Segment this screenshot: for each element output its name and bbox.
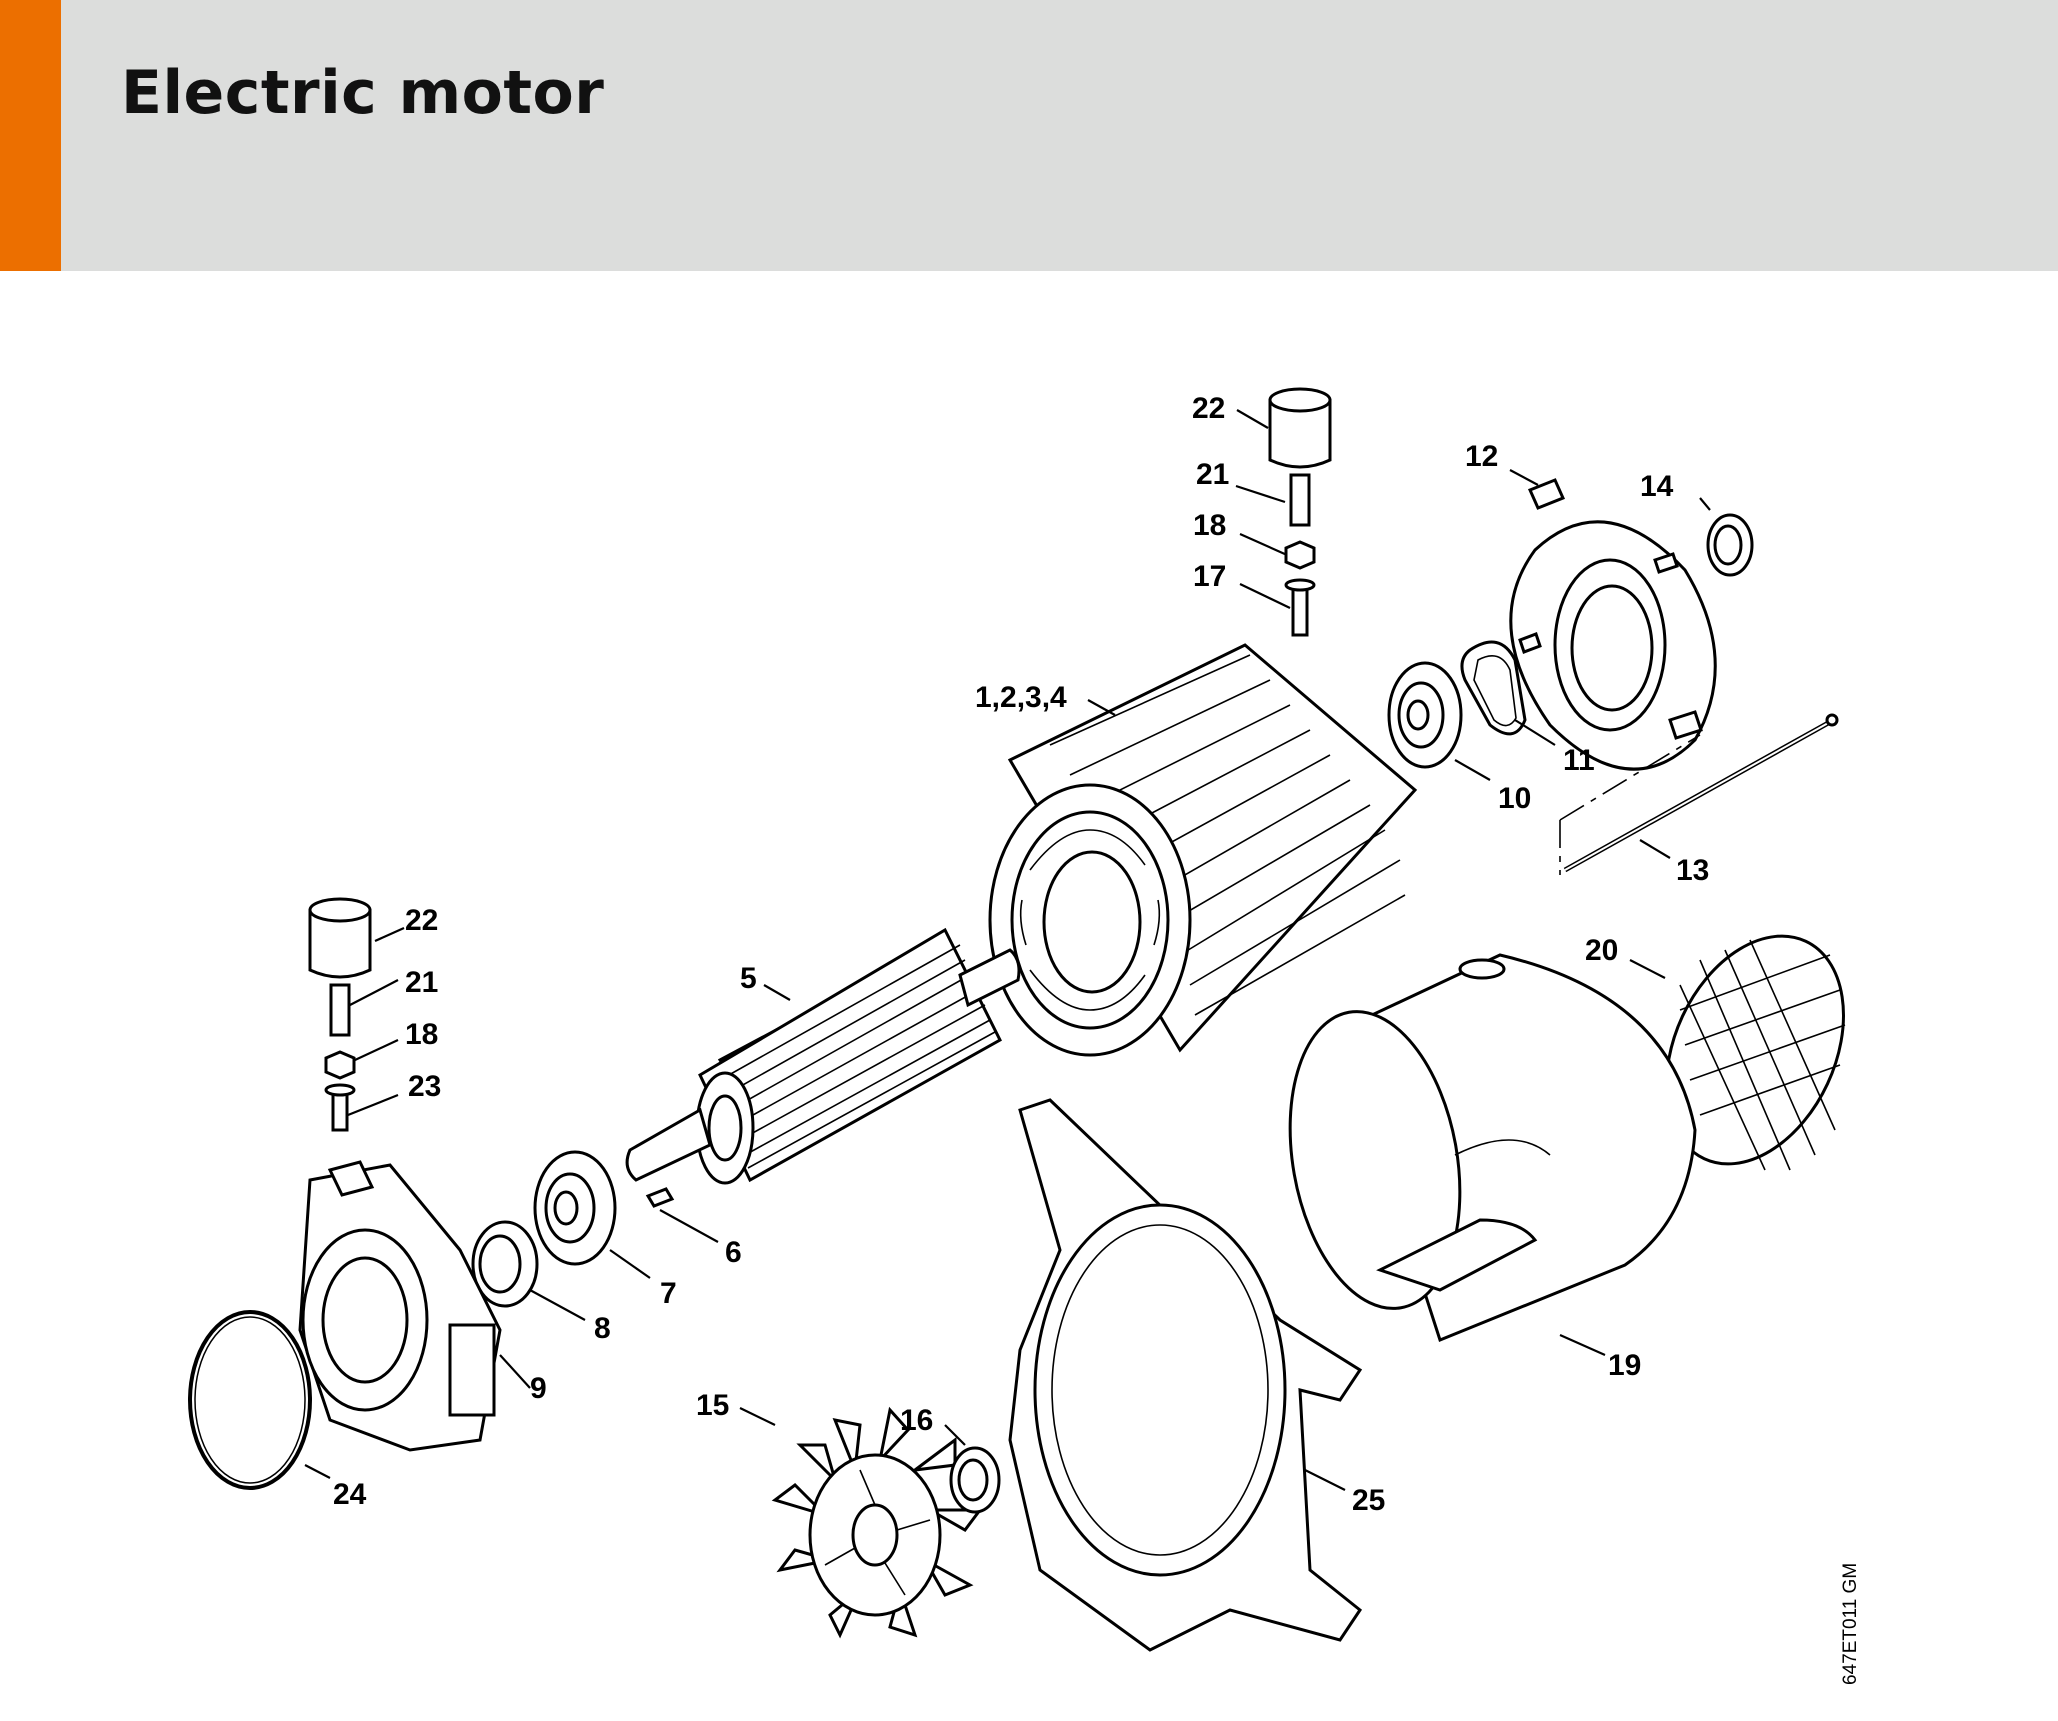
ball-bearing-10[interactable] [1387,661,1463,769]
callout-1-2-3-4: 1,2,3,4 [975,681,1067,714]
fan-cowl-19[interactable] [1268,953,1697,1342]
grille-20[interactable] [1632,907,1878,1192]
callout-23: 23 [408,1070,441,1103]
callout-9: 9 [530,1372,547,1405]
drawing-code: 647ET011 GM [1840,1563,1861,1685]
callout-21-top: 21 [1196,458,1229,491]
foot-assembly-top[interactable] [1268,387,1332,637]
callout-11: 11 [1563,744,1595,777]
page-title: Electric motor [121,58,605,128]
exploded-diagram: 1,2,3,4 5 6 7 8 9 10 11 12 13 14 15 16 1… [0,271,2058,1716]
base-plate-25[interactable] [1008,1098,1363,1652]
foot-assembly-left[interactable] [308,897,372,1132]
callout-labels: 1,2,3,4 5 6 7 8 9 10 11 12 13 14 15 16 1… [333,392,1709,1517]
o-ring-24[interactable] [188,1310,312,1490]
diagram-canvas: 1,2,3,4 5 6 7 8 9 10 11 12 13 14 15 16 1… [188,387,1878,1685]
seal-ring-14[interactable] [1706,513,1754,577]
ring-16[interactable] [949,1446,1001,1514]
leader-lines [304,409,1711,1491]
callout-20: 20 [1585,934,1618,967]
callout-16: 16 [900,1404,933,1437]
callout-12: 12 [1465,440,1498,473]
callout-5: 5 [740,962,757,995]
callout-24: 24 [333,1478,367,1511]
callout-22-top: 22 [1192,392,1225,425]
shaft-seal-8[interactable] [471,1220,539,1308]
key[interactable] [645,1187,675,1208]
fan-wheel-15[interactable] [771,1406,983,1639]
callout-25: 25 [1352,1484,1385,1517]
accent-bar [0,0,61,271]
stator-housing[interactable] [988,643,1418,1057]
callout-6: 6 [725,1236,742,1269]
callout-14: 14 [1640,470,1674,503]
callout-18-top: 18 [1193,509,1226,542]
callout-19: 19 [1608,1349,1641,1382]
end-cover-12[interactable] [1509,478,1717,771]
callout-10: 10 [1498,782,1531,815]
callout-18-left: 18 [405,1018,438,1051]
end-shield-9[interactable] [298,1160,502,1452]
callout-22-left: 22 [405,904,438,937]
callout-17-top: 17 [1193,560,1226,593]
callout-21-left: 21 [405,966,438,999]
callout-7: 7 [660,1277,677,1310]
tie-rod-13[interactable] [1559,713,1839,875]
callout-15: 15 [696,1389,729,1422]
ball-bearing-7[interactable] [533,1150,617,1266]
callout-8: 8 [594,1312,611,1345]
rotor[interactable] [625,927,1021,1185]
page-header: Electric motor [0,0,2058,271]
spring-washer-11[interactable] [1460,640,1527,736]
callout-13: 13 [1676,854,1709,887]
